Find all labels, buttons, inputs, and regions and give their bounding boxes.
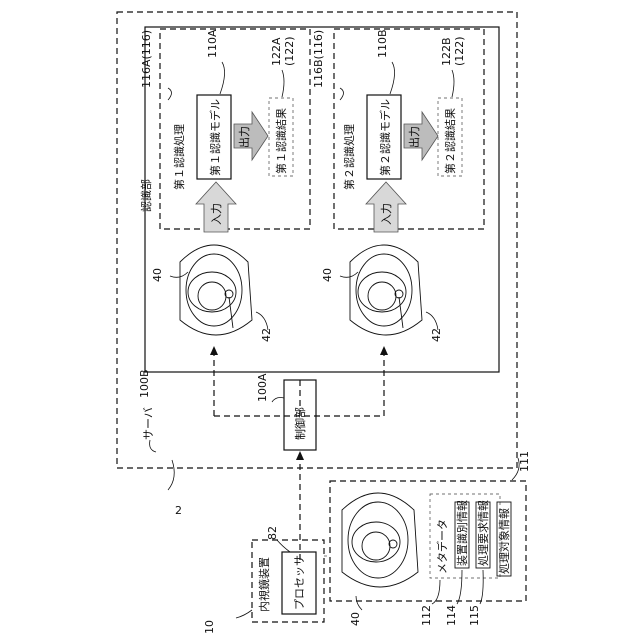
device-id-ref: 114 xyxy=(445,605,458,626)
output2-label: 出力 xyxy=(407,126,421,148)
server-label: サーバ xyxy=(142,407,155,440)
result1-ref-a: 122A xyxy=(270,37,283,66)
server-ref: 100B xyxy=(138,369,151,398)
model2-ref: 110B xyxy=(376,29,389,58)
result2-label: 第２認識結果 xyxy=(443,108,457,174)
result2-ref-a: 122B xyxy=(440,37,453,66)
result2-ref-b: (122) xyxy=(453,36,466,66)
endoscope-ref: 10 xyxy=(203,620,216,634)
processor-ref: 82 xyxy=(266,526,279,540)
result1-ref-b: (122) xyxy=(283,36,296,66)
output1-label: 出力 xyxy=(237,126,251,148)
recognition-unit-label: 認識部 xyxy=(139,179,153,212)
request-ref: 115 xyxy=(468,605,481,626)
target-label: 処理対象情報 xyxy=(497,508,511,574)
image1-ref: 40 xyxy=(151,268,164,282)
metadata-ref: 112 xyxy=(420,605,433,626)
endoscope-image-1 xyxy=(180,245,252,335)
result1-label: 第１認識結果 xyxy=(274,108,288,174)
endoscope-label: 内視鏡装置 xyxy=(257,557,271,612)
distribution-arrows xyxy=(210,346,388,416)
process2-label: 第２認識処理 xyxy=(342,124,356,190)
packet-image-ref: 40 xyxy=(349,612,362,626)
model2-label: 第２認識モデル xyxy=(378,99,392,176)
process1-label: 第１認識処理 xyxy=(172,124,186,190)
process1-ref: 116A(116) xyxy=(140,30,153,88)
model1-ref: 110A xyxy=(206,29,219,58)
device-to-controller-arrow xyxy=(296,451,304,560)
request-label: 処理要求情報 xyxy=(477,500,490,566)
metadata-label: メタデータ xyxy=(435,519,449,574)
endoscope-image-2 xyxy=(350,245,422,335)
processor-label: プロセッサ xyxy=(293,555,306,610)
image2-ref: 40 xyxy=(321,268,334,282)
packet-ref: 111 xyxy=(518,451,531,472)
endoscope-image-packet xyxy=(342,493,418,587)
process2-ref: 116B(116) xyxy=(312,30,325,88)
input1-label: 入力 xyxy=(210,203,223,225)
lesion1-ref: 42 xyxy=(260,328,273,342)
controller-label: 制御部 xyxy=(293,407,307,440)
input2-label: 入力 xyxy=(380,203,393,225)
device-id-label: 装置識別情報 xyxy=(456,500,469,566)
model1-label: 第１認識モデル xyxy=(208,99,222,176)
controller-ref: 100A xyxy=(256,373,269,402)
lesion2-ref: 42 xyxy=(430,328,443,342)
figure-ref: 2 xyxy=(175,504,182,517)
